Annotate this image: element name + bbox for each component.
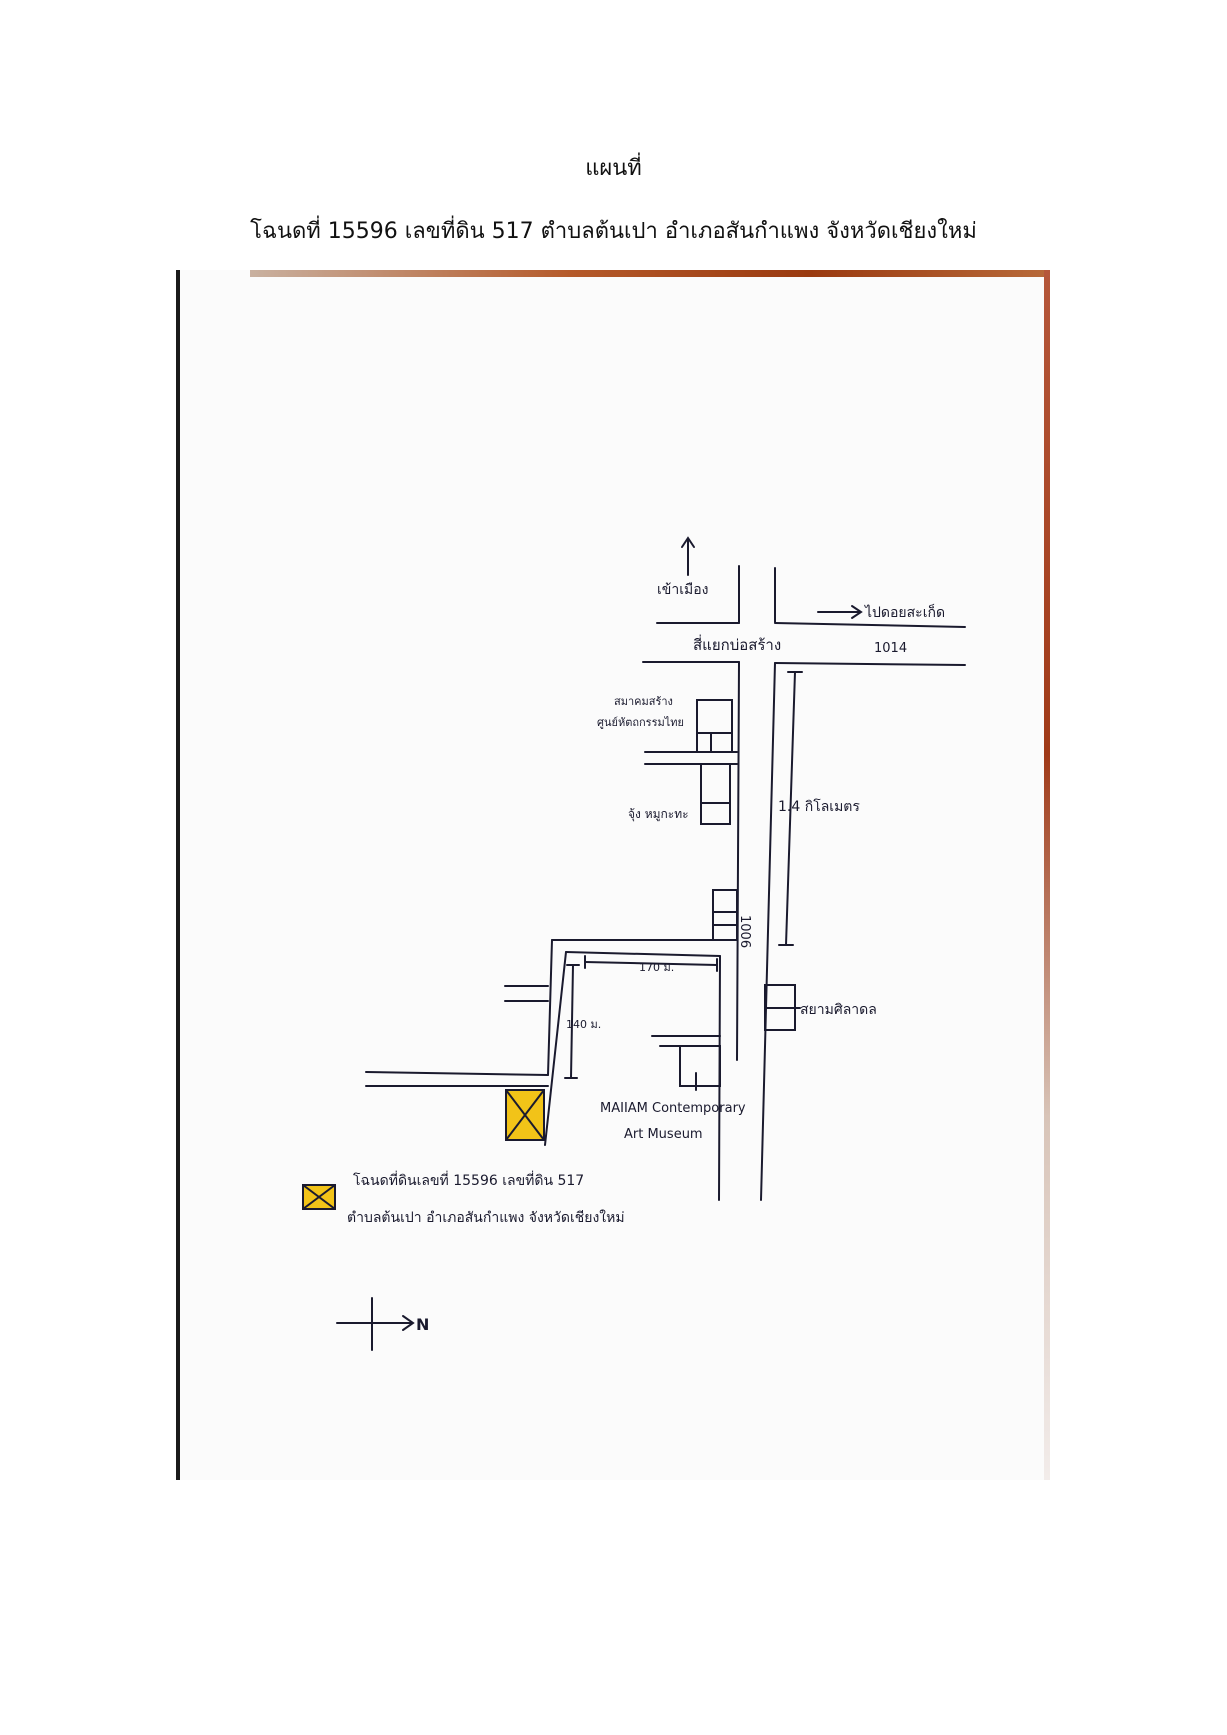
- label-road-1014: 1014: [874, 641, 907, 656]
- label-siam-celadon: สยามศิลาดล: [800, 1002, 877, 1018]
- parcel-marker: [505, 1089, 545, 1141]
- road-1014-top: [774, 622, 966, 628]
- side-road-inner-edge: [544, 951, 567, 1146]
- association-building: [696, 699, 733, 753]
- side-road-left-edge: [547, 939, 553, 1076]
- road-1014-bottom: [774, 662, 966, 666]
- dim-140-line: [570, 964, 574, 1079]
- west-road-top: [365, 1071, 549, 1076]
- label-dim-140: 140 ม.: [566, 1018, 601, 1031]
- shop-building: [700, 763, 731, 825]
- museum-building: [679, 1045, 721, 1087]
- label-distance: 1.4 กิโลเมตร: [778, 798, 860, 815]
- dim-170-line: [584, 961, 718, 966]
- label-intersection: สี่แยกบ่อสร้าง: [693, 634, 781, 654]
- label-museum-1: MAIIAM Contemporary: [600, 1101, 746, 1116]
- scan-right-edge: [1044, 270, 1050, 1480]
- scan-left-edge: [176, 270, 180, 1480]
- page-subtitle: โฉนดที่ 15596 เลขที่ดิน 517 ตำบลต้นเปา อ…: [250, 219, 977, 244]
- side-road-inner-top: [565, 951, 721, 957]
- label-association-1: สมาคมสร้าง: [614, 695, 673, 708]
- legend-text-1: โฉนดที่ดินเลขที่ 15596 เลขที่ดิน 517: [353, 1171, 584, 1189]
- label-north: N: [416, 1315, 429, 1334]
- label-association-2: ศูนย์หัตถกรรมไทย: [597, 716, 684, 729]
- page-title: แผนที่: [585, 156, 642, 181]
- label-shop: จุ้ง หมูกะทะ: [628, 807, 689, 822]
- label-to-city: เข้าเมือง: [657, 582, 708, 598]
- legend-text-2: ตำบลต้นเปา อำเภอสันกำแพง จังหวัดเชียงใหม…: [347, 1209, 625, 1226]
- scanned-map-sheet: [176, 270, 1050, 1480]
- label-museum-2: Art Museum: [624, 1127, 703, 1142]
- road-1006-right-edge: [760, 662, 776, 1201]
- road-1006-left-edge: [736, 661, 740, 1061]
- small-building: [712, 889, 738, 941]
- label-dim-170: 170 ม.: [639, 961, 674, 974]
- label-road-1006: 1006: [737, 915, 752, 948]
- scan-top-edge: [250, 270, 1050, 277]
- legend-swatch: [302, 1184, 336, 1210]
- label-to-doi-saket: ไปดอยสะเก็ด: [864, 603, 945, 621]
- distance-dimension-line: [785, 671, 796, 946]
